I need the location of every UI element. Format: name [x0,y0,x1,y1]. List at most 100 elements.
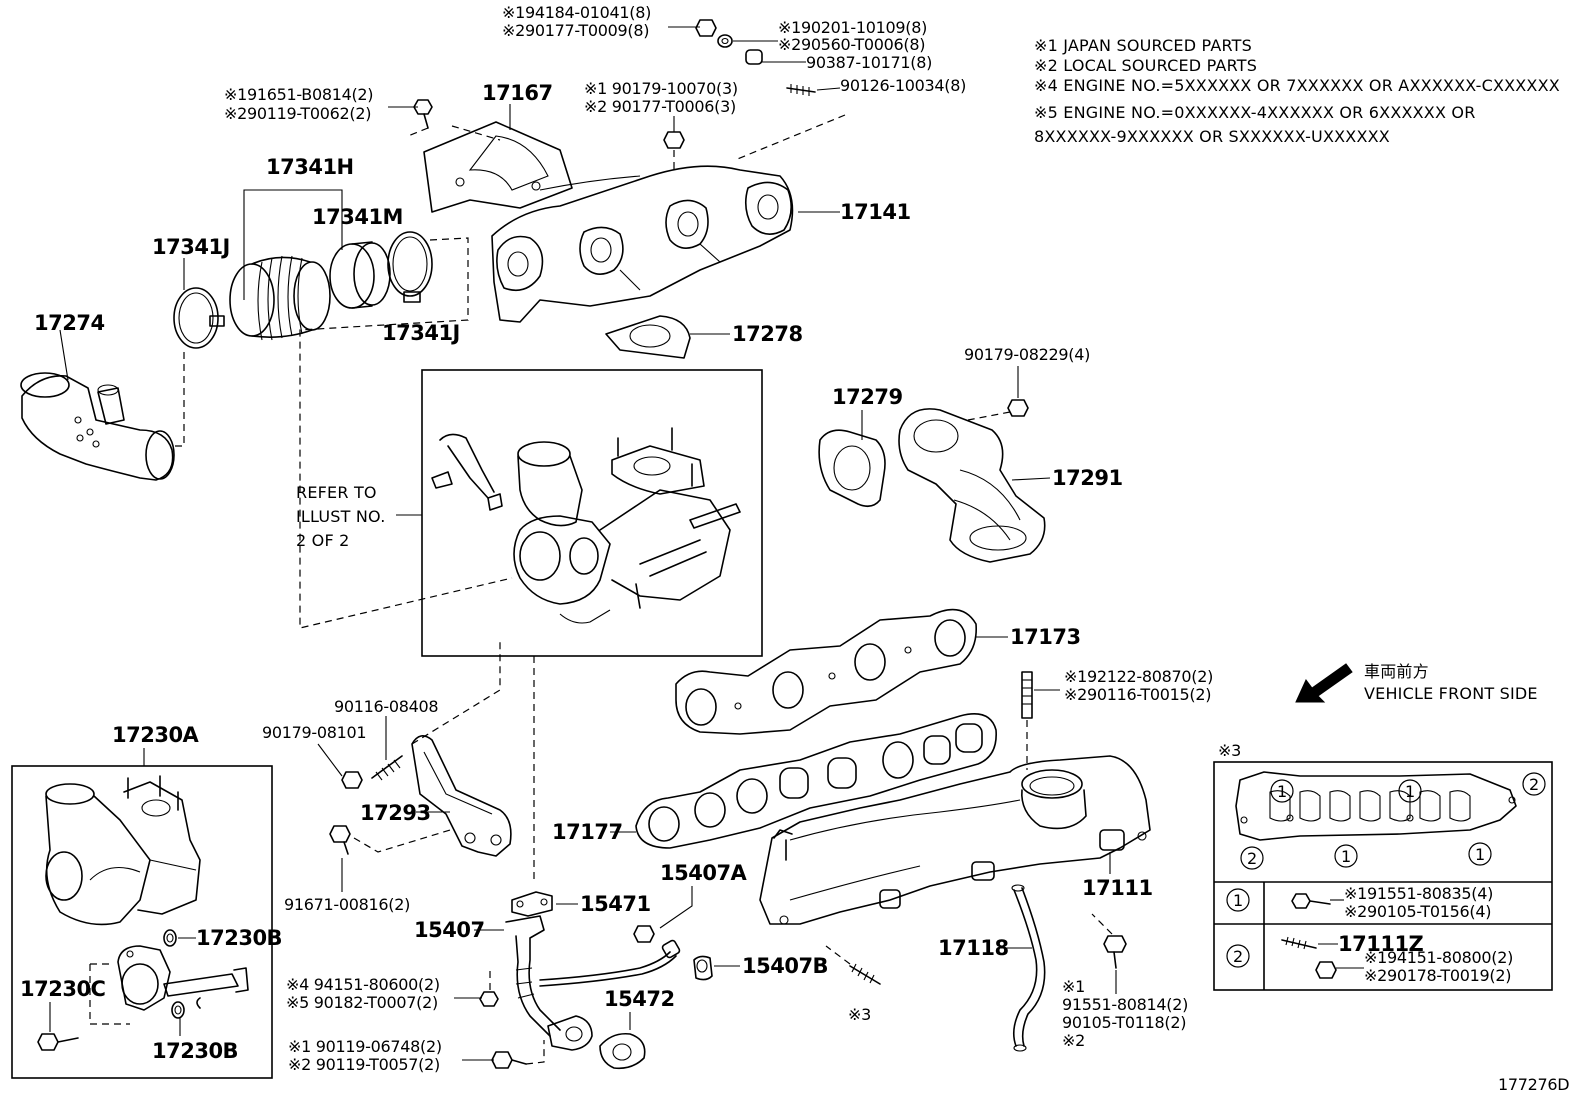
intake-hose-group: 17341H 17341M 17341J 17341J 17274 [20,155,513,629]
inset-callout-1d-text: 1 [1475,845,1485,864]
inset-row2-code-text: 2 [1233,947,1243,966]
union-15407B [693,955,713,981]
inset-callout-1a: 1 [1270,779,1294,803]
part-label-17173: 17173 [1010,625,1081,649]
part-label-17341J-right: 17341J [382,321,460,345]
manifold-bolt-group: ※1 91551-80814(2) 90105-T0118(2) ※2 [1062,913,1188,1050]
inset-callout-1b: 1 [1398,779,1422,803]
part-label-90119-T0057: ※2 90119-T0057(2) [288,1055,440,1074]
pipe-17118: 17118 [938,884,1046,1052]
stud-icon [786,84,816,96]
bolt-icon [329,825,351,855]
part-label-90179-10070: ※1 90179-10070(3) [584,79,738,98]
inset-callout-1c-text: 1 [1341,847,1351,866]
gasket-15472 [599,1032,646,1070]
part-label-90387-10171: 90387-10171(8) [806,53,932,72]
washer-icon [717,34,733,48]
part-label-17177: 17177 [552,820,623,844]
top-fasteners: ※194184-01041(8) ※290177-T0009(8) ※19020… [502,3,966,161]
bolt-icon [633,925,655,943]
nut-icon [663,131,685,149]
oil-feed-pipe [539,939,681,987]
inset-row2-part-a: ※194151-80800(2) [1364,948,1513,967]
inset-row1-code-text: 1 [1233,891,1243,910]
hose-17341M [329,241,391,309]
part-label-15407: 15407 [414,918,485,942]
part-label-17341M: 17341M [312,205,403,229]
inset-callout-1c: 1 [1334,844,1358,868]
illustration-id: 177276D [1498,1075,1569,1094]
inset-row2-code: 2 [1226,944,1250,968]
part-label-91651-B0814: ※191651-B0814(2) [224,85,373,104]
turbocharger-box: REFER TO ILLUST NO. 2 OF 2 [296,369,763,657]
heat-shield-group: ※191651-B0814(2) ※290119-T0062(2) 17167 [224,81,573,213]
note-engine-no-4: ※4 ENGINE NO.=5XXXXXX OR 7XXXXXX OR AXXX… [1034,76,1560,95]
note-japan-sourced: ※1 JAPAN SOURCED PARTS [1034,36,1252,55]
stud-icon [849,963,881,985]
stud-icon [1281,936,1317,950]
gasket-17279: 17279 [818,385,903,508]
part-label-90201-10109: ※190201-10109(8) [778,18,927,37]
part-label-17341J-left: 17341J [152,235,230,259]
inset-callout-2a-text: 2 [1247,849,1257,868]
hose-clamp-right [387,231,433,303]
part-label-94151-80600: ※4 94151-80600(2) [286,975,440,994]
note-engine-no-5b: 8XXXXXX-9XXXXXX OR SXXXXXX-UXXXXXX [1034,127,1390,146]
part-label-mb-note1: ※1 [1062,977,1085,996]
notes-block: ※1 JAPAN SOURCED PARTS ※2 LOCAL SOURCED … [1034,36,1560,146]
part-label-90119-T0062: ※290119-T0062(2) [224,104,371,123]
nut-icon [479,991,499,1007]
part-label-15471: 15471 [580,892,651,916]
part-label-90179-08229: 90179-08229(4) [964,345,1090,364]
part-label-17230B-bottom: 17230B [152,1039,238,1063]
bolt-icon [1291,893,1331,909]
inset-row1-code: 1 [1226,888,1250,912]
stud-icon [371,755,403,781]
part-label-ref3-stud: ※3 [848,1005,871,1024]
intake-hose-17341H [229,255,331,341]
part-label-90179-08101: 90179-08101 [262,723,366,742]
part-label-17279: 17279 [832,385,903,409]
collar-icon [745,49,763,65]
direction-arrow-icon [1295,663,1353,703]
part-label-90116-T0015: ※290116-T0015(2) [1064,685,1211,704]
part-label-15407B: 15407B [742,954,828,978]
part-label-17167: 17167 [482,81,553,105]
part-label-92122-80870: ※192122-80870(2) [1064,667,1213,686]
heat-shield-17167 [423,121,573,213]
hose-clamp-left [173,287,225,349]
part-label-90119-06748: ※1 90119-06748(2) [288,1037,442,1056]
inset-callout-2b: 2 [1522,772,1546,796]
part-label-90177-T0009: ※290177-T0009(8) [502,21,649,40]
washer-icon [171,1001,185,1019]
inset-callout-1d: 1 [1468,842,1492,866]
exhaust-pipe-17291: 90179-08229(4) 17291 [898,345,1123,563]
inset-callout-1b-text: 1 [1405,782,1415,801]
vehicle-front-en: VEHICLE FRONT SIDE [1364,684,1538,703]
part-label-17341H: 17341H [266,155,354,179]
gasket-15471 [511,891,553,917]
turbo-sub-assembly-box: 17230A 17230B 17230B [11,723,283,1079]
part-label-15407A: 15407A [660,861,748,885]
part-label-17141: 17141 [840,200,911,224]
part-label-90177-T0006: ※2 90177-T0006(3) [584,97,736,116]
stud-icon [1021,671,1033,719]
turbocharger-assembly [431,427,741,624]
part-label-91671-00816: 91671-00816(2) [284,895,410,914]
washer-icon [163,929,177,947]
gasket-17278: 17278 [605,315,803,359]
refer-line-1: REFER TO [296,483,377,502]
refer-line-3: 2 OF 2 [296,531,350,550]
part-label-17291: 17291 [1052,466,1123,490]
part-label-90126-10034: 90126-10034(8) [840,76,966,95]
inset-callout-2a: 2 [1240,846,1264,870]
vehicle-front-jp: 車両前方 [1364,662,1429,681]
part-label-17274: 17274 [34,311,105,335]
part-label-17230C: 17230C [20,977,106,1001]
inset-row2-part: 17111Z [1338,932,1424,956]
bolt-icon [491,1051,527,1069]
inset-title: ※3 [1218,741,1241,760]
part-label-91551-80814: 91551-80814(2) [1062,995,1188,1014]
note-local-sourced: ※2 LOCAL SOURCED PARTS [1034,56,1257,75]
